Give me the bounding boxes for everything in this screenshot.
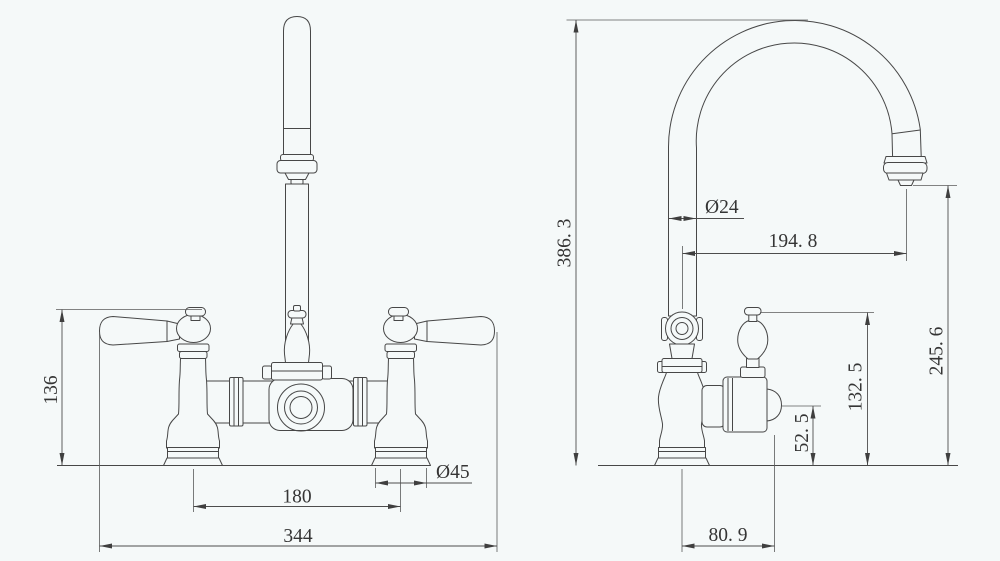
dim-base-diameter-label: Ø45	[436, 462, 470, 483]
center-body-circle-inner	[289, 396, 313, 419]
dim-spout-reach-194: 194. 8	[682, 189, 907, 309]
dim-base-offset-label: 80. 9	[709, 525, 748, 546]
dim-handle-height-label: 132. 5	[846, 363, 867, 412]
valve-end-cap	[766, 388, 782, 422]
outlet-nozzle	[897, 179, 915, 186]
dim-overall-width-344: 344	[99, 332, 498, 552]
spout-collar-nub	[290, 179, 304, 185]
leg-and-handle-right	[371, 307, 495, 466]
leg-and-handle-left	[99, 307, 223, 466]
dim-overall-height-386: 386. 3	[555, 19, 808, 466]
aerator	[883, 156, 928, 186]
side-handle-neck	[746, 358, 760, 368]
handle-cap	[185, 307, 206, 317]
gooseneck-spout	[667, 20, 922, 317]
dim-spout-reach-label: 194. 8	[769, 231, 818, 252]
dim-overall-width-label: 344	[283, 526, 313, 547]
side-base	[654, 457, 710, 466]
dim-spout-diameter-24: Ø24	[668, 197, 744, 221]
center-handle	[262, 305, 332, 381]
dim-hole-spacing-label: 180	[282, 487, 311, 508]
front-view: 136 180 344 Ø45	[41, 16, 498, 552]
leg-body	[166, 358, 220, 449]
dim-height-label: 136	[41, 375, 62, 405]
spout-collar-taper	[284, 172, 310, 180]
side-handle-finial-cap	[744, 307, 762, 316]
center-body-circle-mid	[284, 390, 318, 425]
joint-neck	[669, 343, 695, 359]
dim-base-offset-80: 80. 9	[681, 435, 775, 552]
dim-handle-height-132: 132. 5	[760, 312, 874, 466]
dim-valve-center-height-label: 52. 5	[792, 414, 813, 453]
dim-outlet-height-label: 245. 6	[927, 326, 948, 375]
leg-ring	[179, 351, 208, 359]
lever-grip	[99, 316, 168, 346]
wing-collar	[661, 358, 703, 373]
dim-base-diameter-45: Ø45	[375, 462, 472, 488]
side-handle-collar	[740, 366, 766, 378]
bridge-flange-left	[229, 377, 244, 427]
joint-hub	[665, 311, 699, 346]
leg-plinth	[167, 447, 219, 459]
side-body	[657, 372, 707, 449]
dim-height-136: 136	[41, 309, 202, 466]
dim-outlet-height-245: 245. 6	[913, 185, 957, 466]
spout-riser	[283, 16, 311, 157]
spout-collar-flare	[276, 160, 318, 174]
side-view: 386. 3 Ø24 194. 8 245. 6 132. 5	[555, 19, 958, 552]
dim-hole-spacing-180: 180	[193, 469, 401, 512]
spout-neck-joint-line	[892, 129, 921, 135]
dim-valve-center-height-52: 52. 5	[782, 405, 821, 466]
center-body-circle-outer	[277, 383, 325, 432]
leg-collar	[177, 343, 210, 352]
dim-overall-height-label: 386. 3	[555, 219, 576, 268]
dim-spout-diameter-label: Ø24	[705, 197, 739, 218]
bridge-flange-right	[353, 377, 368, 427]
valve-body	[722, 376, 768, 433]
leg-base	[163, 457, 223, 466]
valve-connector	[701, 385, 726, 428]
side-plinth	[658, 447, 706, 459]
side-handle-grip	[737, 320, 769, 360]
